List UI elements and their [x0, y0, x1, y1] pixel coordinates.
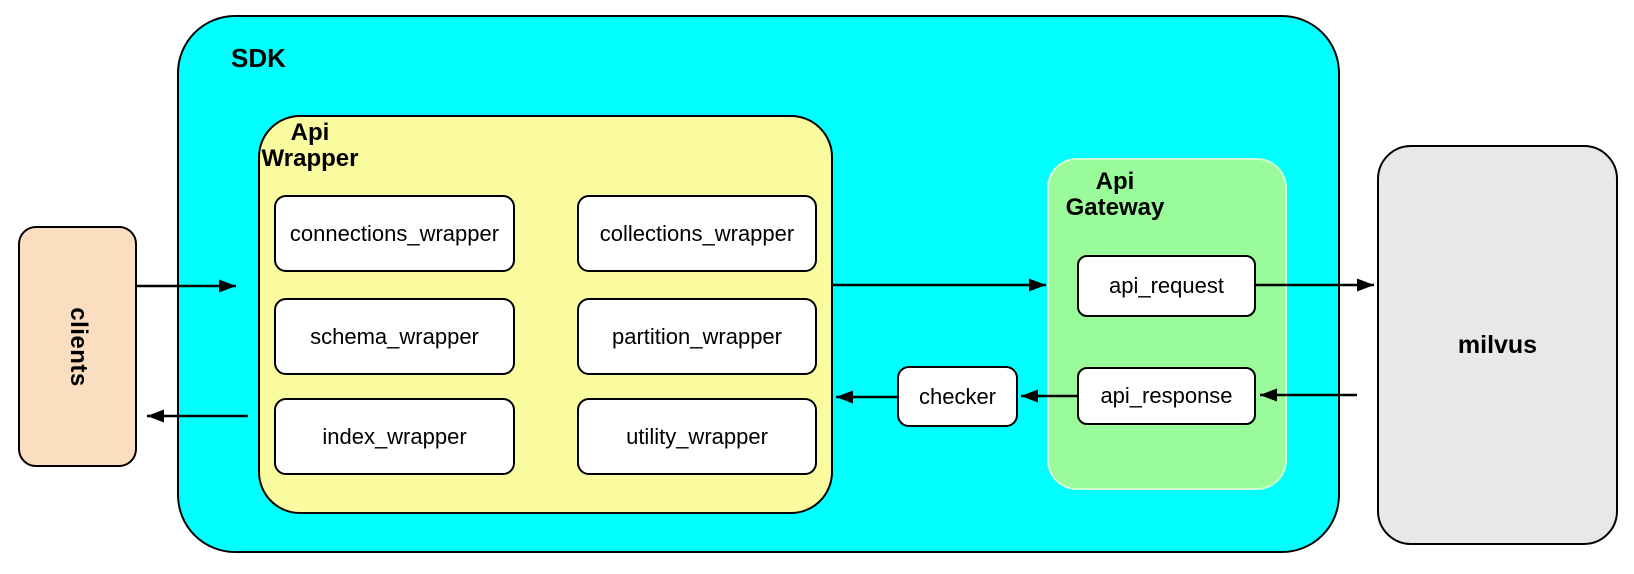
- milvus-label: milvus: [1457, 330, 1538, 359]
- box-connections-wrapper-label: connections_wrapper: [289, 220, 500, 246]
- api-wrapper-label: Api Wrapper: [260, 120, 360, 172]
- box-index-wrapper: index_wrapper: [274, 398, 515, 475]
- api-gateway-label: Api Gateway: [1064, 169, 1166, 221]
- box-checker-label: checker: [918, 383, 997, 409]
- clients-node: clients: [18, 226, 137, 467]
- box-api-response-label: api_response: [1100, 383, 1233, 408]
- box-schema-wrapper-label: schema_wrapper: [310, 323, 479, 349]
- milvus-node: milvus: [1377, 145, 1618, 545]
- box-checker: checker: [897, 366, 1018, 427]
- box-utility-wrapper-label: utility_wrapper: [626, 423, 768, 449]
- box-index-wrapper-label: index_wrapper: [322, 423, 467, 449]
- sdk-label: SDK: [231, 43, 286, 73]
- api-wrapper-label-line2: Wrapper: [261, 145, 359, 172]
- api-wrapper-label-line1: Api: [290, 119, 330, 146]
- box-schema-wrapper: schema_wrapper: [274, 298, 515, 375]
- box-utility-wrapper: utility_wrapper: [577, 398, 817, 475]
- box-api-response: api_response: [1077, 367, 1256, 425]
- box-api-request-label: api_request: [1109, 273, 1224, 298]
- box-api-request: api_request: [1077, 255, 1256, 317]
- api-gateway-label-line2: Gateway: [1065, 194, 1165, 221]
- box-collections-wrapper: collections_wrapper: [577, 195, 817, 272]
- api-gateway-container: Api Gateway: [1047, 158, 1287, 490]
- box-connections-wrapper: connections_wrapper: [274, 195, 515, 272]
- box-collections-wrapper-label: collections_wrapper: [599, 220, 795, 246]
- box-partition-wrapper: partition_wrapper: [577, 298, 817, 375]
- api-gateway-label-line1: Api: [1095, 168, 1135, 195]
- box-partition-wrapper-label: partition_wrapper: [612, 323, 782, 349]
- clients-label: clients: [64, 306, 92, 387]
